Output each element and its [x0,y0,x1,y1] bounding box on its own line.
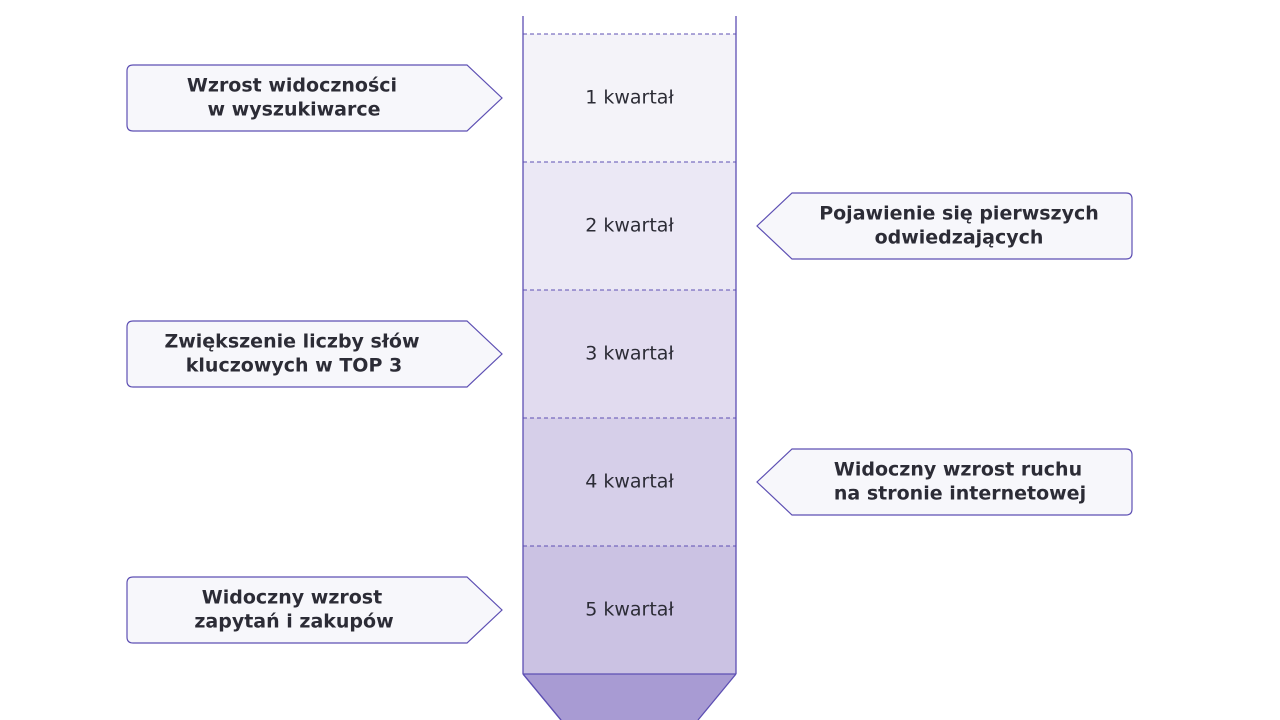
callout-shape [756,192,1133,260]
quarter-label-1: 1 kwartał [585,87,674,109]
quarter-segment-2 [523,162,736,290]
milestone-callout-2: Pojawienie się pierwszych odwiedzających [756,192,1133,260]
column-top-blank [523,16,736,34]
callout-text-line: w wyszukiwarce [207,99,380,121]
arrow-tip-right-edge [697,673,737,720]
quarter-label-2: 2 kwartał [585,215,674,237]
callout-text-line: Pojawienie się pierwszych [819,203,1099,225]
arrow-tip-left-edge [522,673,562,720]
quarter-label-3: 3 kwartał [585,343,674,365]
callout-shape [126,320,503,388]
quarter-segment-5 [523,546,736,674]
quarter-label-5: 5 kwartał [585,599,674,621]
arrow-tip [523,674,736,720]
callout-text-line: odwiedzających [875,227,1044,249]
milestone-callout-4: Widoczny wzrost ruchu na stronie interne… [756,448,1133,516]
callout-text-line: Widoczny wzrost [202,587,382,609]
callout-shape [126,64,503,132]
callout-text-line: Widoczny wzrost ruchu [834,459,1082,481]
milestone-callout-5: Widoczny wzrost zapytań i zakupów [126,576,503,644]
callout-shape [126,576,503,644]
callout-shape [756,448,1133,516]
milestone-callout-1: Wzrost widoczności w wyszukiwarce [126,64,503,132]
quarter-segment-1 [523,34,736,162]
timeline-column: 1 kwartał 2 kwartał 3 kwartał 4 kwartał … [522,16,737,720]
callout-text-line: Wzrost widoczności [187,75,397,97]
quarter-segment-3 [523,290,736,418]
quarter-segment-4 [523,418,736,546]
quarter-label-4: 4 kwartał [585,471,674,493]
callout-text-line: zapytań i zakupów [194,611,393,633]
callout-text-line: Zwiększenie liczby słów [164,331,419,353]
milestone-callout-3: Zwiększenie liczby słów kluczowych w TOP… [126,320,503,388]
callout-text-line: na stronie internetowej [834,483,1086,505]
callout-text-line: kluczowych w TOP 3 [186,355,402,377]
